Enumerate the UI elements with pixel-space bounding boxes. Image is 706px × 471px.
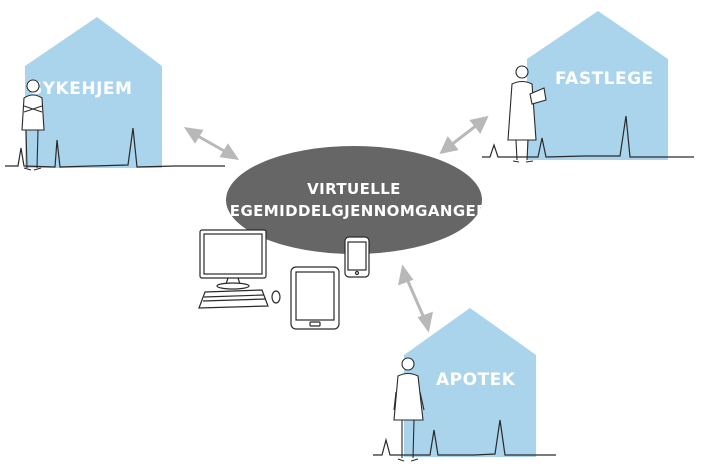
house-sykehjem-shape [25, 17, 162, 168]
smartphone-icon [344, 236, 370, 278]
house-sykehjem-label: SYKEHJEM [30, 79, 132, 99]
arrow-hub-sykehjem [183, 127, 240, 160]
tablet-icon [290, 266, 340, 330]
sykehjem-ground-line [5, 127, 225, 168]
fastlege-ground-line [482, 115, 694, 158]
pharmacist-figure [393, 357, 425, 462]
apotek-ground-line [373, 419, 556, 456]
doctor-figure [507, 65, 547, 163]
house-sykehjem: SYKEHJEM [5, 17, 225, 171]
mouse-icon [271, 290, 281, 304]
house-apotek-shape [404, 308, 536, 457]
house-apotek: APOTEK [373, 308, 556, 462]
house-fastlege: FASTLEGE [482, 11, 694, 163]
hub-ellipse [226, 146, 482, 254]
arrow-hub-fastlege [439, 115, 489, 155]
devices-sketch [198, 229, 370, 330]
arrow-hub-apotek [398, 264, 433, 333]
monitor-icon [199, 229, 267, 290]
house-apotek-label: APOTEK [436, 370, 516, 390]
keyboard-icon [198, 289, 269, 309]
house-fastlege-shape [527, 11, 668, 160]
hub-virtuelle-legemiddelgjennomganger: VIRTUELLE LEGEMIDDELGJENNOMGANGER [220, 146, 488, 254]
hub-title-line1: VIRTUELLE [307, 180, 401, 198]
house-fastlege-label: FASTLEGE [555, 69, 654, 89]
hub-title-line2: LEGEMIDDELGJENNOMGANGER [220, 202, 488, 220]
nurse-figure [21, 79, 45, 171]
